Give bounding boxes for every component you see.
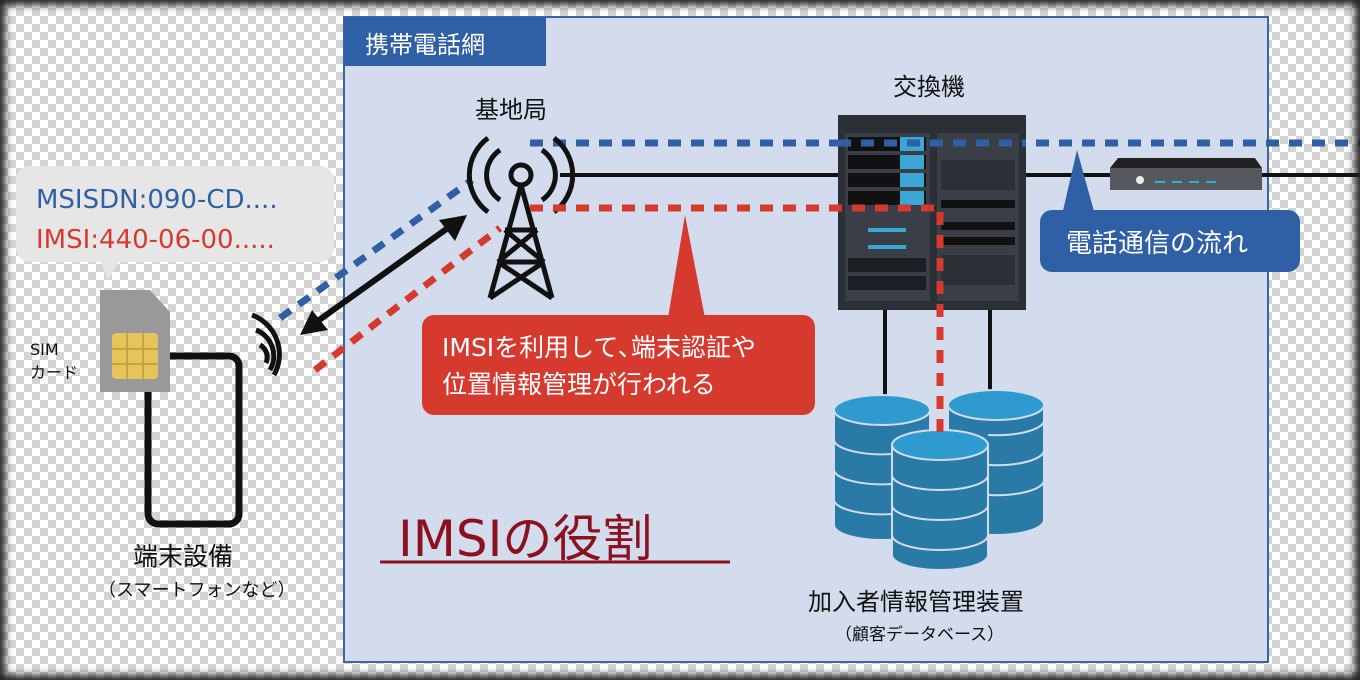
call-flow-label: 電話通信の流れ <box>1066 229 1248 259</box>
wireless-double-arrow <box>300 215 467 335</box>
sim-info-bubble: MSISDN:090-CD.... IMSI:440-06-00..... <box>16 166 334 280</box>
imsi-usage-callout: IMSIを利用して､端末認証や 位置情報管理が行われる <box>422 215 815 415</box>
database-sublabel: （顧客データベース） <box>835 624 1004 645</box>
sim-label-line2: カード <box>30 363 78 382</box>
router-icon <box>1110 158 1262 190</box>
imsi-usage-line2: 位置情報管理が行われる <box>442 370 716 399</box>
wireless-signal-icon <box>251 312 282 377</box>
page-title: IMSIの役割 <box>398 510 652 568</box>
subscriber-database-icon <box>833 389 1046 571</box>
base-station-tower-icon <box>466 135 576 301</box>
device-label: 端末設備 <box>133 542 233 571</box>
exchange-server-rack-icon <box>838 115 1026 310</box>
sim-label-line1: SIM <box>30 340 59 359</box>
database-label: 加入者情報管理装置 <box>808 588 1024 616</box>
smartphone-icon <box>144 352 243 528</box>
base-station-label: 基地局 <box>475 96 547 124</box>
msisdn-text: MSISDN:090-CD.... <box>36 185 278 215</box>
red-dotted-flow <box>312 204 944 440</box>
call-flow-callout: 電話通信の流れ <box>1040 150 1300 272</box>
network-label-tag <box>344 17 546 66</box>
network-label: 携帯電話網 <box>365 31 485 59</box>
device-sublabel: （スマートフォンなど） <box>98 580 295 601</box>
exchange-label: 交換機 <box>893 73 965 101</box>
sim-card-icon <box>100 290 170 392</box>
imsi-usage-line1: IMSIを利用して､端末認証や <box>442 333 756 362</box>
imsi-text: IMSI:440-06-00..... <box>36 225 275 255</box>
